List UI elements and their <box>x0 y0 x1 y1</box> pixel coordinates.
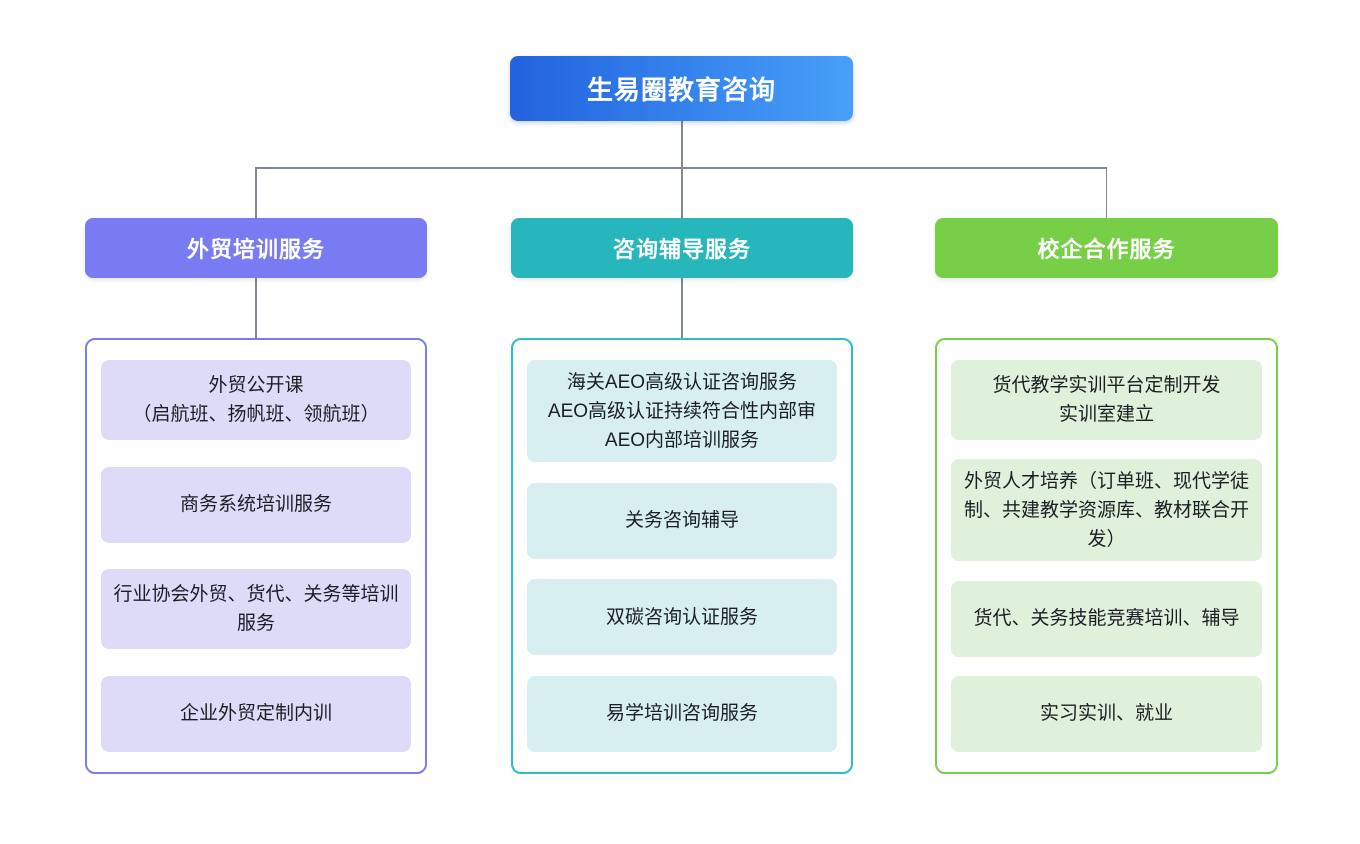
service-item: 易学培训咨询服务 <box>527 675 837 752</box>
branch-header-label: 校企合作服务 <box>1037 237 1176 262</box>
connector-middle-header-drop <box>681 278 683 338</box>
branch-header-label: 外贸培训服务 <box>186 237 325 262</box>
branch-container-trade-training: 外贸公开课 （启航班、扬帆班、领航班） 商务系统培训服务 行业协会外贸、货代、关… <box>85 338 427 774</box>
root-node: 生易圈教育咨询 <box>510 56 853 121</box>
branch-container-school-enterprise: 货代教学实训平台定制开发 实训室建立 外贸人才培养（订单班、现代学徒制、共建教学… <box>935 338 1278 774</box>
service-item: 关务咨询辅导 <box>527 482 837 559</box>
service-item: 实习实训、就业 <box>951 675 1262 752</box>
connector-left-header-drop <box>255 278 257 338</box>
service-item: 企业外贸定制内训 <box>101 675 411 752</box>
connector-branch-left-vertical <box>255 167 257 218</box>
connector-root-vertical <box>681 121 683 168</box>
branch-header-label: 咨询辅导服务 <box>612 237 751 262</box>
connector-branch-right-vertical <box>1105 167 1107 218</box>
branch-header-trade-training: 外贸培训服务 <box>85 218 427 278</box>
service-item: 外贸公开课 （启航班、扬帆班、领航班） <box>101 360 411 440</box>
service-item: 外贸人才培养（订单班、现代学徒制、共建教学资源库、教材联合开发） <box>951 459 1262 562</box>
branch-container-consulting: 海关AEO高级认证咨询服务 AEO高级认证持续符合性内部审 AEO内部培训服务 … <box>511 338 853 774</box>
branch-header-consulting: 咨询辅导服务 <box>511 218 853 278</box>
root-node-label: 生易圈教育咨询 <box>586 75 776 105</box>
connector-branch-middle-vertical <box>681 167 683 218</box>
service-item: 海关AEO高级认证咨询服务 AEO高级认证持续符合性内部审 AEO内部培训服务 <box>527 360 837 462</box>
branch-header-school-enterprise: 校企合作服务 <box>935 218 1278 278</box>
service-item: 行业协会外贸、货代、关务等培训服务 <box>101 569 411 650</box>
service-item: 商务系统培训服务 <box>101 466 411 543</box>
service-item: 双碳咨询认证服务 <box>527 579 837 656</box>
service-item: 货代、关务技能竞赛培训、辅导 <box>951 580 1262 657</box>
service-item: 货代教学实训平台定制开发 实训室建立 <box>951 360 1262 440</box>
